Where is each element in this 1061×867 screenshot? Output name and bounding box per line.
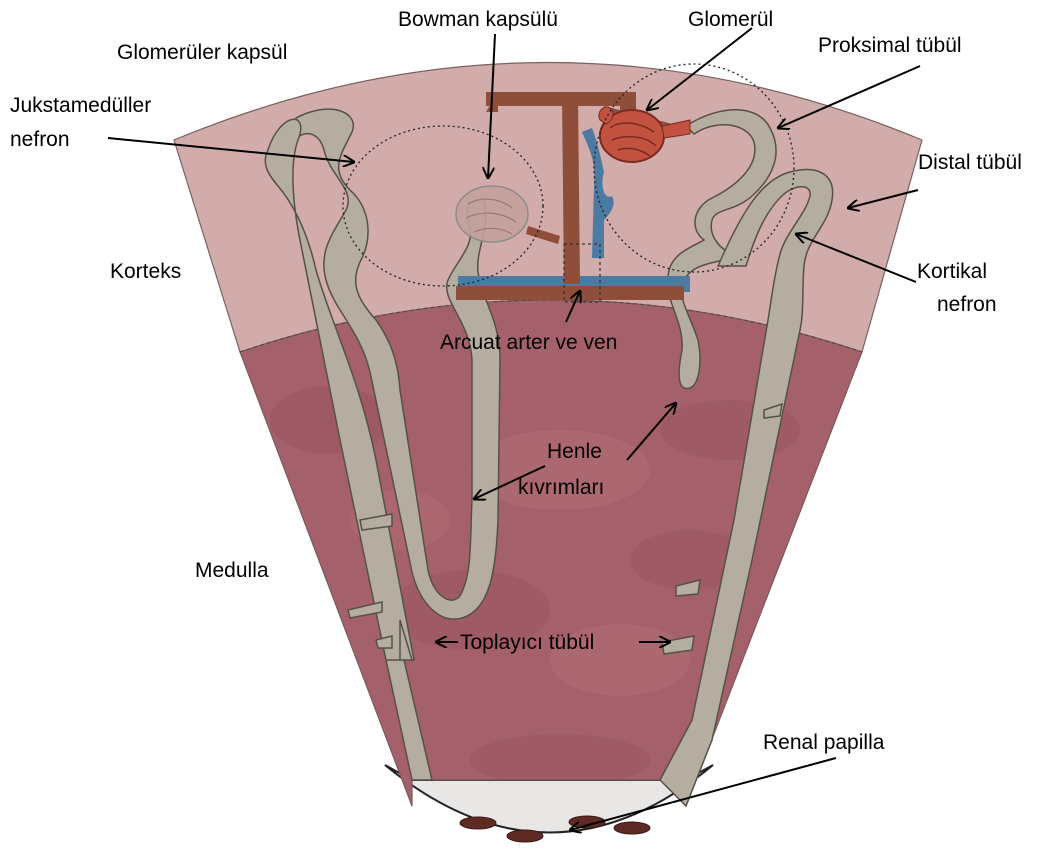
label-proximal-tubule: Proksimal tübül <box>818 34 962 57</box>
label-glomerular-capsule: Glomerüler kapsül <box>117 41 287 64</box>
label-cortex: Korteks <box>110 260 181 283</box>
label-renal-papilla: Renal papilla <box>763 731 885 754</box>
label-henle-line2: kıvrımları <box>518 476 604 499</box>
label-arcuate: Arcuat arter ve ven <box>440 331 617 354</box>
label-juxtamedullary-line1: Jukstamedüller <box>10 94 151 117</box>
label-distal-tubule: Distal tübül <box>918 151 1022 174</box>
label-medulla: Medulla <box>195 559 269 582</box>
label-collecting-duct: Toplayıcı tübül <box>460 631 594 654</box>
label-cortical-line2: nefron <box>937 293 997 316</box>
label-cortical-line1: Kortikal <box>917 260 987 283</box>
label-bowman-capsule: Bowman kapsülü <box>398 8 558 31</box>
label-henle-line1: Henle <box>547 440 602 463</box>
label-glomerulus: Glomerül <box>688 8 773 31</box>
label-juxtamedullary-line2: nefron <box>10 128 70 151</box>
